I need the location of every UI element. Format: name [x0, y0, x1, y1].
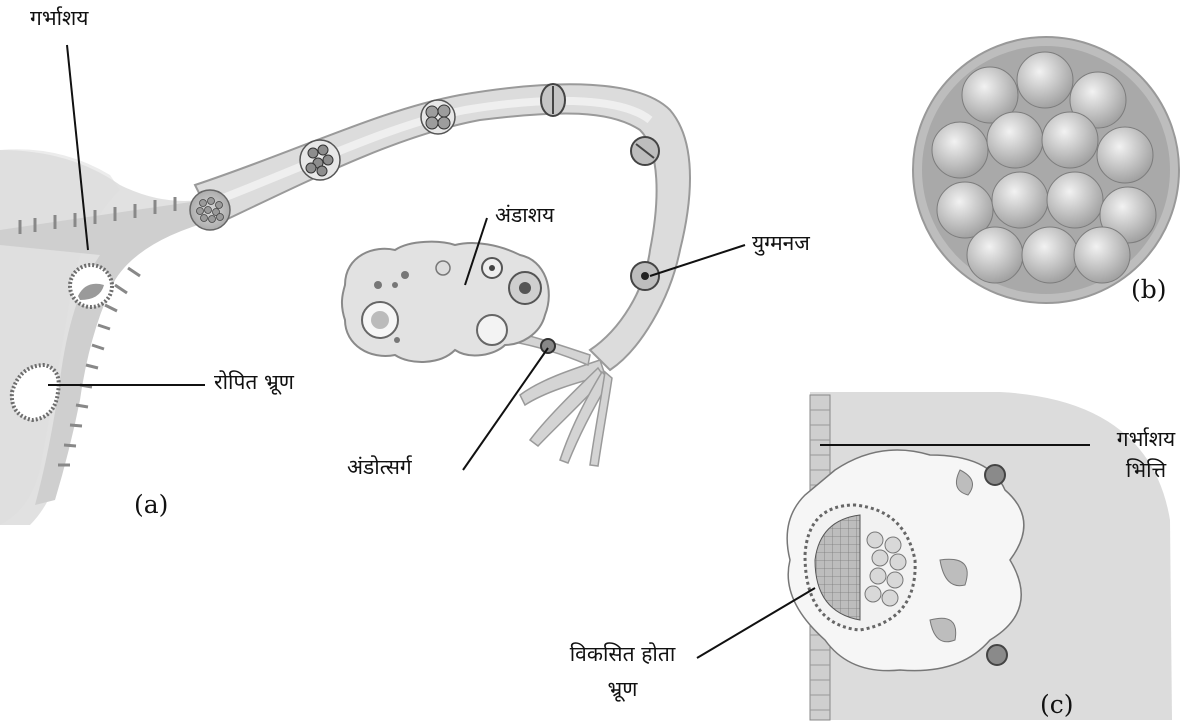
zygote — [631, 262, 659, 290]
label-zygote: युग्मनज — [752, 231, 810, 256]
label-developing-embryo: विकसित होता भ्रूण — [555, 642, 690, 702]
eight-cell-stage — [421, 100, 455, 134]
label-implanted-embryo: रोपित भ्रूण — [214, 370, 294, 395]
blastocyst — [70, 265, 112, 307]
label-uterine-wall-line1: गर्भाशय — [1106, 427, 1186, 452]
four-cell-stage — [541, 84, 565, 116]
panel-label-b: (b) — [1131, 275, 1167, 304]
label-developing-embryo-line2: भ्रूण — [555, 677, 690, 702]
leader-ovulation — [463, 348, 548, 470]
panel-label-c: (c) — [1040, 690, 1074, 719]
label-uterine-wall: गर्भाशय भित्ति — [1106, 427, 1186, 483]
sixteen-cell-stage — [300, 140, 340, 180]
label-uterine-wall-line2: भित्ति — [1106, 458, 1186, 483]
two-cell-stage — [631, 137, 659, 165]
label-uterus: गर्भाशय — [30, 6, 89, 31]
label-ovulation: अंडोत्सर्ग — [347, 455, 412, 480]
leader-developing-embryo — [697, 588, 815, 658]
label-developing-embryo-line1: विकसित होता — [555, 642, 690, 667]
panel-label-a: (a) — [134, 490, 168, 519]
morula-closeup — [913, 37, 1179, 303]
uterus-body — [0, 149, 215, 525]
morula — [190, 190, 230, 230]
label-ovary: अंडाशय — [495, 203, 554, 228]
